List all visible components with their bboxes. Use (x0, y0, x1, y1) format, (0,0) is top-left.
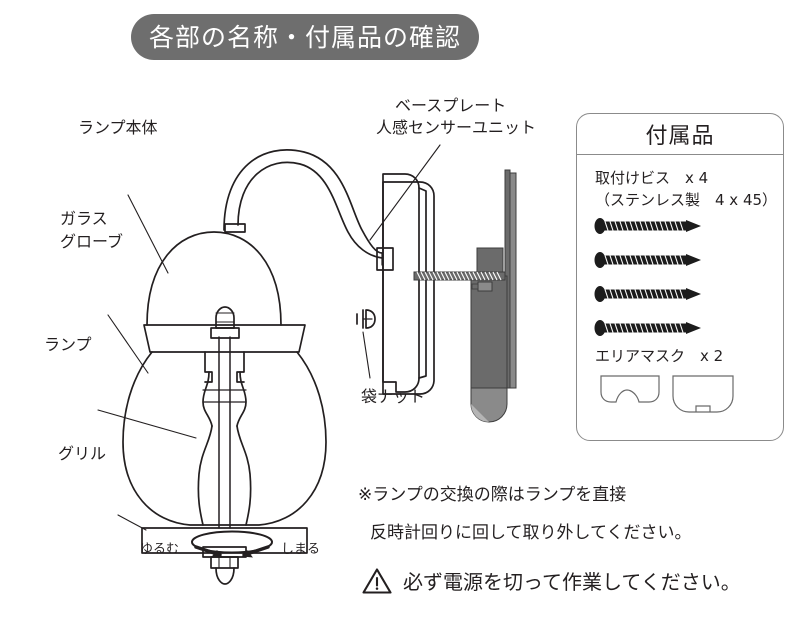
label-grill: グリル (58, 444, 107, 463)
area-mask-deep (672, 375, 734, 413)
screw-item (594, 320, 701, 336)
lamp-note-line2: 反時計回りに回して取り外してください。 (370, 523, 692, 543)
screw-item (594, 286, 701, 302)
rotation-label-loosen: ゆるむ (140, 542, 180, 557)
accessory-screw-name: 取付けビス x 4 (595, 169, 709, 187)
warning-text: 必ず電源を切って作業してください。 (403, 570, 741, 594)
accessories-title: 付属品 (645, 124, 715, 149)
screw-illustrations (594, 218, 701, 336)
screw-item (594, 252, 701, 268)
lamp-assembly-svg (97, 144, 517, 585)
rotation-arrow-icon (191, 530, 273, 558)
label-cap-nut: 袋ナット (361, 387, 426, 406)
accessories-panel-header: 付属品 (577, 114, 783, 155)
label-base-plate-line1: ベースプレート (395, 96, 507, 115)
lamp-assembly-illustration (0, 60, 580, 585)
area-mask-illustrations (600, 375, 734, 413)
page-title-banner: 各部の名称・付属品の確認 (131, 14, 479, 60)
lamp-note-line1: ※ランプの交換の際はランプを直接 (358, 485, 627, 505)
warning-row: 必ず電源を切って作業してください。 (362, 566, 741, 595)
area-mask-shallow (600, 375, 660, 403)
rotation-legend: ゆるむ しまる (140, 527, 320, 561)
label-lamp: ランプ (44, 335, 92, 354)
page-title: 各部の名称・付属品の確認 (148, 22, 461, 52)
accessory-mask-name: エリアマスク x 2 (595, 347, 724, 365)
accessory-screw-spec: （ステンレス製 4 x 45） (595, 191, 778, 209)
rotation-label-tighten: しまる (280, 542, 320, 557)
accessories-panel: 付属品 取付けビス x 4 （ステンレス製 4 x 45） (576, 113, 784, 441)
label-glass-globe-line2: グローブ (60, 232, 124, 251)
label-lamp-body: ランプ本体 (78, 118, 158, 137)
label-base-plate-line2: 人感センサーユニット (376, 118, 537, 137)
sensor-unit-detail (413, 169, 517, 423)
label-glass-globe-line1: ガラス (60, 209, 108, 228)
screw-item (594, 218, 701, 234)
warning-triangle-icon (362, 567, 392, 594)
